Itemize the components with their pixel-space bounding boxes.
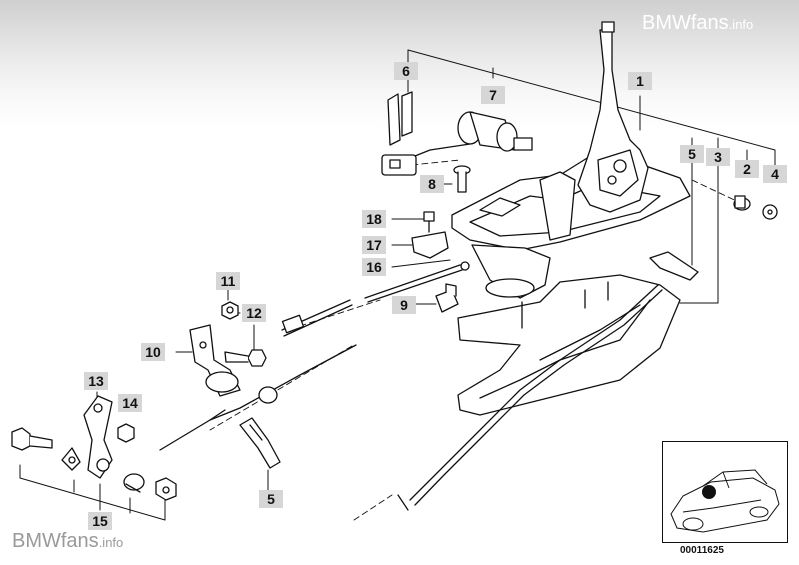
nut-11 xyxy=(221,301,239,320)
selector-rod-assembly xyxy=(159,299,357,451)
callout-18: 18 xyxy=(362,210,386,228)
watermark-bottom-suffix: .info xyxy=(98,535,124,550)
callout-12: 12 xyxy=(242,304,266,322)
shift-lever xyxy=(577,21,649,213)
gear-selector-housing xyxy=(451,149,691,299)
callout-7: 7 xyxy=(481,86,505,104)
washer-15 xyxy=(61,447,81,471)
callout-5-lower: 5 xyxy=(259,490,283,508)
watermark-top-suffix: .info xyxy=(728,17,754,32)
callout-3: 3 xyxy=(706,148,730,166)
callout-5-upper: 5 xyxy=(680,145,704,163)
base-cover-plate xyxy=(457,274,681,416)
watermark-bottom-brand: BMWfans xyxy=(12,530,99,552)
retainer-clip-5-lower xyxy=(239,417,281,469)
callout-15: 15 xyxy=(88,512,112,530)
watermark-top: BMWfans.info xyxy=(642,12,753,35)
spring-washer-4 xyxy=(762,204,778,220)
callout-6: 6 xyxy=(394,62,418,80)
shift-cable xyxy=(397,284,663,511)
callout-17: 17 xyxy=(362,236,386,254)
bracket-17 xyxy=(411,231,449,259)
callout-1: 1 xyxy=(628,72,652,90)
callout-14: 14 xyxy=(118,394,142,412)
bolt-15 xyxy=(11,427,53,451)
diagram-part-number: 00011625 xyxy=(680,545,724,556)
lever-13 xyxy=(83,395,113,479)
connector-clip xyxy=(381,91,417,176)
callout-10: 10 xyxy=(141,343,165,361)
clip-9 xyxy=(435,283,459,313)
watermark-bottom: BMWfans.info xyxy=(12,530,123,553)
callout-16: 16 xyxy=(362,258,386,276)
bushing-15 xyxy=(123,473,145,493)
vehicle-locator-inset xyxy=(662,441,788,543)
cable-rod-16 xyxy=(364,261,470,303)
callout-8: 8 xyxy=(420,175,444,193)
callout-4: 4 xyxy=(763,165,787,183)
nut-15 xyxy=(155,477,177,501)
callout-11: 11 xyxy=(216,272,240,290)
nut-14 xyxy=(117,423,135,443)
bolt-12 xyxy=(224,349,267,367)
callout-2: 2 xyxy=(735,160,759,178)
bushing-2 xyxy=(733,195,751,211)
lever-plate-10 xyxy=(189,324,241,397)
bolt-18 xyxy=(423,211,435,233)
callout-9: 9 xyxy=(392,296,416,314)
solenoid-actuator xyxy=(409,111,533,159)
callout-13: 13 xyxy=(84,372,108,390)
screw-8 xyxy=(453,165,471,193)
leader-lines xyxy=(19,49,776,521)
watermark-top-brand: BMWfans xyxy=(642,12,729,34)
car-silhouette-icon xyxy=(670,469,780,533)
retainer-clip-5-upper xyxy=(649,251,699,281)
